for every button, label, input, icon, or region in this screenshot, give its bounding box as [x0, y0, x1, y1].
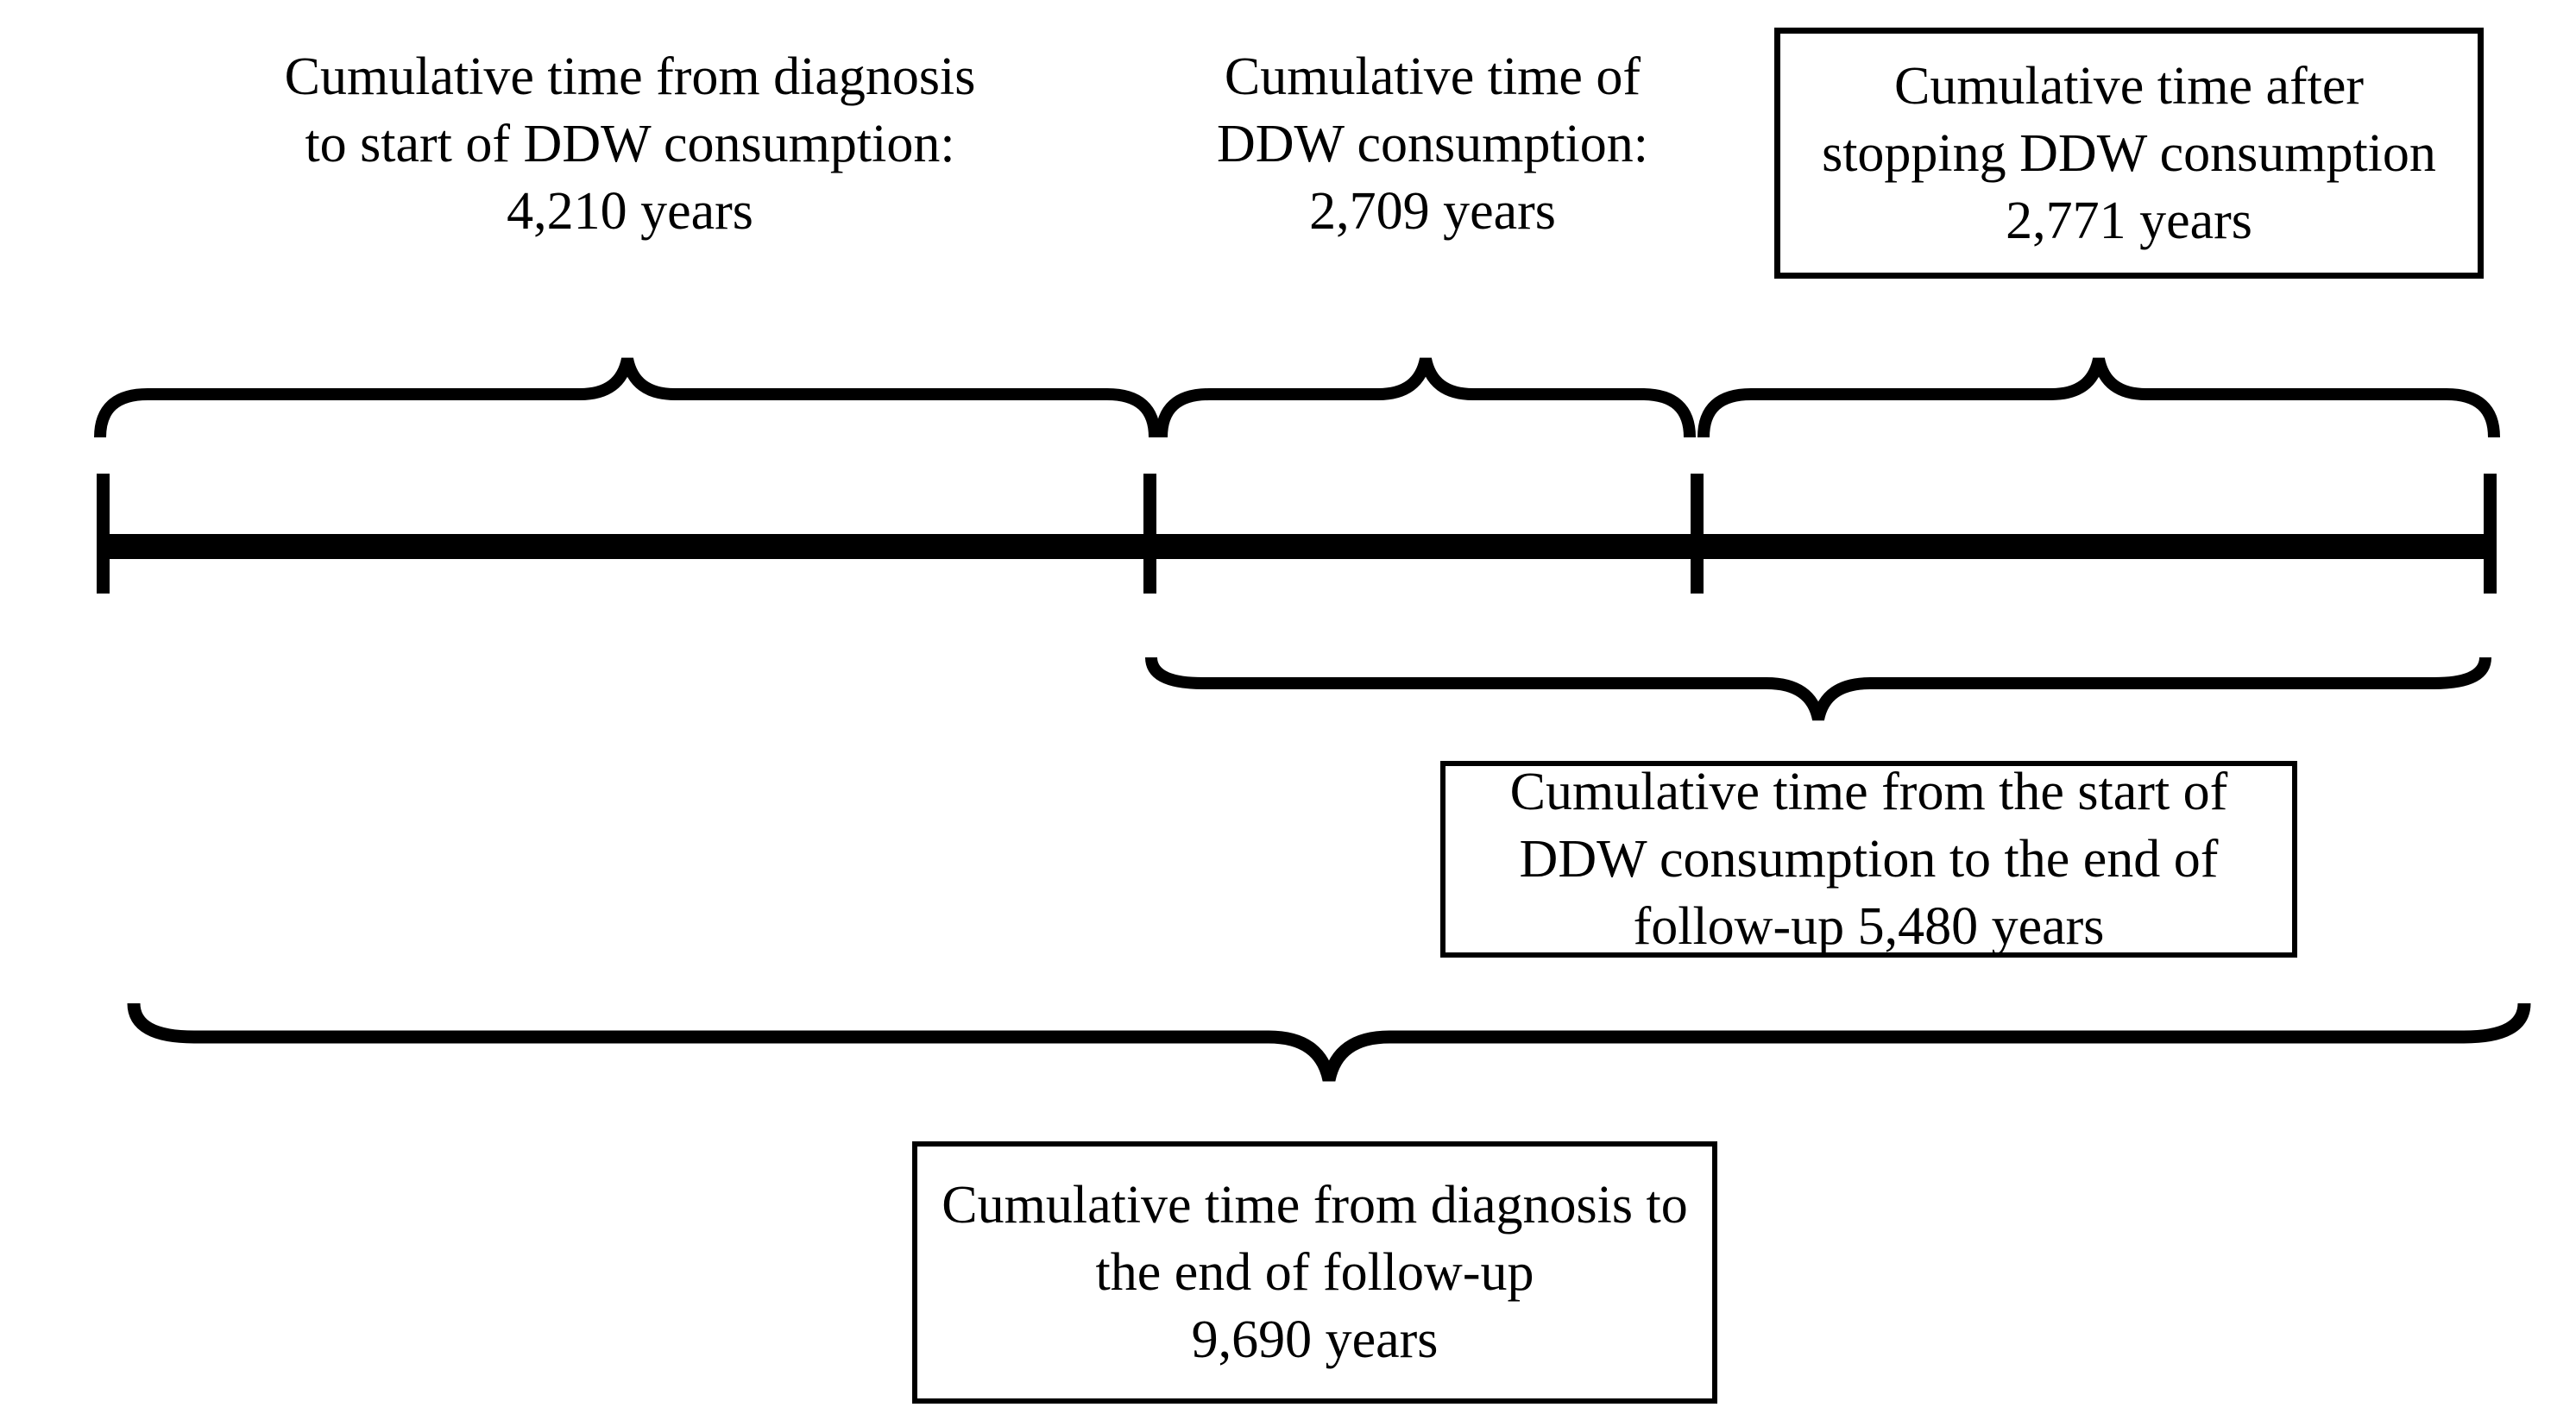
label-during-ddw: Cumulative time of DDW consumption: 2,70…: [1217, 47, 1648, 241]
brace-start-to-end: [1145, 657, 2491, 721]
timeline-tick-ddw-stop: [1691, 474, 1704, 594]
brace-during-ddw: [1156, 357, 1696, 438]
brace-total: [127, 1002, 2531, 1082]
label-after-ddw-box: Cumulative time after stopping DDW consu…: [1774, 28, 2484, 279]
label-total-box: Cumulative time from diagnosis to the en…: [912, 1141, 1717, 1404]
timeline-tick-ddw-start: [1143, 474, 1156, 594]
label-start-to-end-box: Cumulative time from the start of DDW co…: [1440, 761, 2297, 958]
label-pre-ddw: Cumulative time from diagnosis to start …: [284, 47, 976, 241]
timeline-tick-diagnosis: [97, 474, 110, 594]
timeline-bar: [97, 534, 2497, 559]
timeline-tick-followup-end: [2484, 474, 2497, 594]
brace-pre-ddw: [94, 357, 1161, 438]
brace-after-ddw: [1697, 357, 2500, 438]
